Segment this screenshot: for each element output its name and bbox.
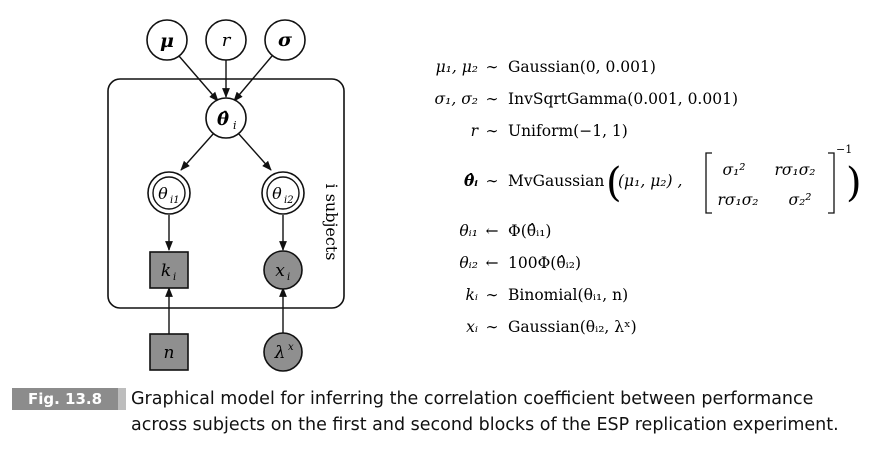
node-theta-hat: θ̂ i [205,97,247,139]
svg-text:∼: ∼ [486,286,499,304]
eq-row-mvgaussian: θ̂ᵢ ∼ MvGaussian ( (μ₁, μ₂) , σ₁² rσ₁σ₂ … [464,143,862,214]
big-paren-open: ( [606,160,622,206]
graphical-model-figure: i subjects μ r σ θ̂ i θ i1 [107,19,862,372]
svg-text:σ: σ [278,29,293,51]
svg-text:xᵢ: xᵢ [466,318,478,336]
node-r: r [205,19,247,61]
edge-thetahat-theta2 [237,132,272,171]
eq-row: r ∼ Uniform(−1, 1) [471,122,628,140]
figure-tag: Fig. 13.8 [12,388,126,410]
svg-text:∼: ∼ [486,122,499,140]
svg-text:InvSqrtGamma(0.001, 0.001): InvSqrtGamma(0.001, 0.001) [508,90,738,108]
svg-text:k: k [161,261,171,281]
node-n: n [149,333,189,371]
svg-text:μ₁, μ₂: μ₁, μ₂ [436,58,478,76]
node-lambda: λ x [263,332,303,372]
svg-text:i: i [233,119,237,132]
svg-text:i: i [173,272,176,283]
svg-text:(μ₁, μ₂) ,: (μ₁, μ₂) , [618,172,682,190]
eq-row: θᵢ₁ ← Φ(θ̂ᵢ₁) [459,222,551,240]
svg-text:x: x [288,342,294,353]
svg-text:Uniform(−1, 1): Uniform(−1, 1) [508,122,628,140]
svg-text:−1: −1 [836,143,852,156]
svg-text:θ: θ [272,184,282,203]
eq-row: xᵢ ∼ Gaussian(θᵢ₂, λˣ) [466,318,637,336]
svg-text:r: r [471,122,480,140]
svg-text:∼: ∼ [486,90,499,108]
svg-text:n: n [164,343,175,363]
svg-text:Gaussian(0, 0.001): Gaussian(0, 0.001) [508,58,656,76]
svg-text:x: x [275,261,285,281]
svg-text:μ: μ [160,30,174,52]
svg-text:σ₁²: σ₁² [722,161,745,179]
svg-text:Gaussian(θᵢ₂, λˣ): Gaussian(θᵢ₂, λˣ) [508,318,637,336]
svg-text:θᵢ₁: θᵢ₁ [459,222,478,240]
big-paren-close: ) [846,160,862,206]
eq-row: θᵢ₂ ← 100Φ(θ̂ᵢ₂) [459,254,581,272]
svg-text:∼: ∼ [486,172,499,190]
matrix-bracket-left [705,152,712,214]
svg-text:λ: λ [274,343,286,363]
svg-text:σ₂²: σ₂² [788,191,811,209]
node-theta-i1: θ i1 [147,171,191,215]
svg-text:MvGaussian: MvGaussian [508,172,604,190]
eq-row: μ₁, μ₂ ∼ Gaussian(0, 0.001) [436,58,656,76]
svg-text:θ̂ᵢ: θ̂ᵢ [464,171,478,190]
svg-text:Φ(θ̂ᵢ₁): Φ(θ̂ᵢ₁) [508,222,551,240]
svg-text:θ: θ [158,184,168,203]
equations: μ₁, μ₂ ∼ Gaussian(0, 0.001) σ₁, σ₂ ∼ Inv… [435,58,862,336]
svg-text:100Φ(θ̂ᵢ₂): 100Φ(θ̂ᵢ₂) [508,254,581,272]
node-mu: μ [146,19,188,61]
svg-text:rσ₁σ₂: rσ₁σ₂ [775,161,816,179]
svg-text:r: r [222,30,232,51]
plate-label: i subjects [322,184,341,261]
node-x: x i [263,250,303,290]
node-sigma: σ [264,19,306,61]
figure-caption: Fig. 13.8 Graphical model for inferring … [0,380,876,440]
edge-sigma-thetahat [233,55,273,102]
svg-text:rσ₁σ₂: rσ₁σ₂ [718,191,759,209]
edge-mu-thetahat [178,55,219,102]
svg-text:i2: i2 [284,195,294,206]
node-theta-i2: θ i2 [261,171,305,215]
caption-text: Graphical model for inferring the correl… [131,389,839,435]
svg-text:kᵢ: kᵢ [465,286,478,304]
svg-text:∼: ∼ [486,318,499,336]
svg-text:θᵢ₂: θᵢ₂ [459,254,478,272]
eq-row: kᵢ ∼ Binomial(θᵢ₁, n) [465,286,628,304]
edge-thetahat-theta1 [180,132,215,171]
svg-text:θ̂: θ̂ [217,109,229,130]
svg-text:i1: i1 [170,195,180,206]
svg-text:σ₁, σ₂: σ₁, σ₂ [435,90,478,108]
matrix-bracket-right [828,152,835,214]
svg-text:i: i [287,272,290,283]
eq-row: σ₁, σ₂ ∼ InvSqrtGamma(0.001, 0.001) [435,90,738,108]
edges [165,55,287,334]
svg-text:∼: ∼ [486,58,499,76]
svg-text:←: ← [486,222,499,240]
svg-text:←: ← [486,254,499,272]
node-k: k i [149,251,189,289]
svg-text:Binomial(θᵢ₁, n): Binomial(θᵢ₁, n) [508,286,628,304]
